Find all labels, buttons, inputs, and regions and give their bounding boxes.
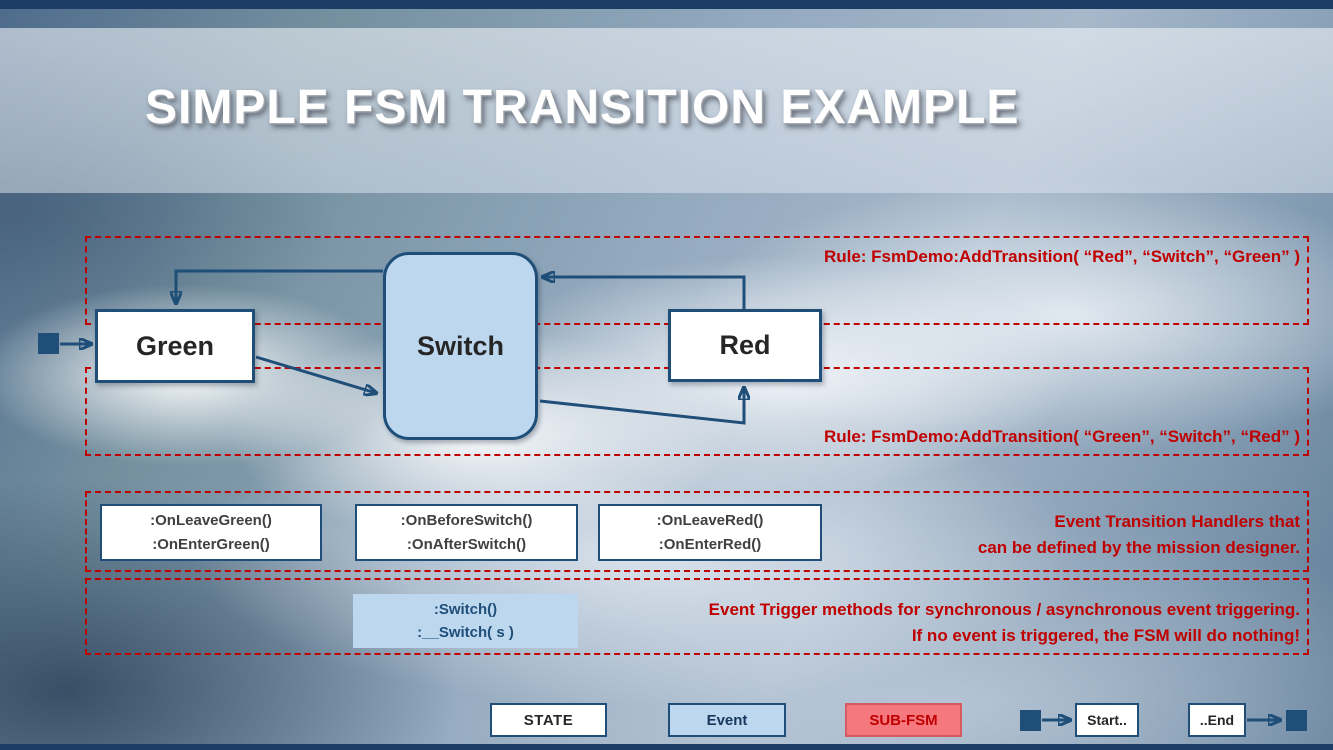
legend-state-label: STATE (523, 711, 574, 729)
triggers-note: Event Trigger methods for synchronous / … (709, 597, 1300, 649)
triggers-note-line2: If no event is triggered, the FSM will d… (911, 626, 1300, 645)
legend-start-box: Start.. (1075, 703, 1139, 737)
top-border-bar (0, 0, 1333, 9)
handler-onleavered: :OnLeaveRed() (656, 511, 764, 529)
event-node-switch: Switch (383, 252, 538, 440)
state-node-red: Red (668, 309, 822, 382)
handler-onleavegreen: :OnLeaveGreen() (150, 511, 272, 529)
trigger-switch-async: :__Switch( s ) (417, 624, 514, 641)
handlers-note-line2: can be defined by the mission designer. (977, 538, 1300, 557)
rule-top-text: Rule: FsmDemo:AddTransition( “Red”, “Swi… (823, 247, 1300, 266)
legend-end-label: ..End (1199, 712, 1235, 728)
handlers-red-box: :OnLeaveRed() :OnEnterRed() (598, 504, 822, 561)
state-green-label: Green (135, 330, 215, 361)
legend-end-box: ..End (1188, 703, 1246, 737)
event-switch-label: Switch (416, 330, 504, 361)
triggers-note-line1: Event Trigger methods for synchronous / … (708, 600, 1300, 619)
handler-onafterswitch: :OnAfterSwitch() (406, 535, 527, 553)
trigger-switch: :Switch() (433, 601, 498, 618)
legend-subfsm-label: SUB-FSM (869, 711, 938, 729)
legend-start-label: Start.. (1087, 712, 1127, 728)
slide-title: SIMPLE FSM TRANSITION EXAMPLE (145, 81, 1020, 134)
legend-event-label: Event (706, 711, 748, 729)
title-band (0, 28, 1333, 193)
legend-end-square (1286, 710, 1307, 731)
handler-onentergreen: :OnEnterGreen() (152, 535, 270, 553)
bottom-border-bar (0, 744, 1333, 750)
handlers-green-box: :OnLeaveGreen() :OnEnterGreen() (100, 504, 322, 561)
handlers-note-line1: Event Transition Handlers that (1054, 512, 1300, 531)
state-node-green: Green (95, 309, 255, 383)
handlers-switch-box: :OnBeforeSwitch() :OnAfterSwitch() (355, 504, 578, 561)
trigger-methods-box: :Switch() :__Switch( s ) (353, 594, 578, 648)
legend-subfsm-box: SUB-FSM (845, 703, 962, 737)
handlers-note: Event Transition Handlers that can be de… (978, 509, 1300, 561)
rule-bottom-text: Rule: FsmDemo:AddTransition( “Green”, “S… (823, 427, 1300, 446)
legend-state-box: STATE (490, 703, 607, 737)
fsm-start-square (38, 333, 59, 354)
legend-event-box: Event (668, 703, 786, 737)
triggers-region (85, 578, 1309, 655)
state-red-label: Red (719, 330, 771, 360)
handlers-region (85, 491, 1309, 572)
handler-onbeforeswitch: :OnBeforeSwitch() (400, 511, 533, 529)
handler-onenterred: :OnEnterRed() (658, 535, 762, 553)
legend-start-square (1020, 710, 1041, 731)
